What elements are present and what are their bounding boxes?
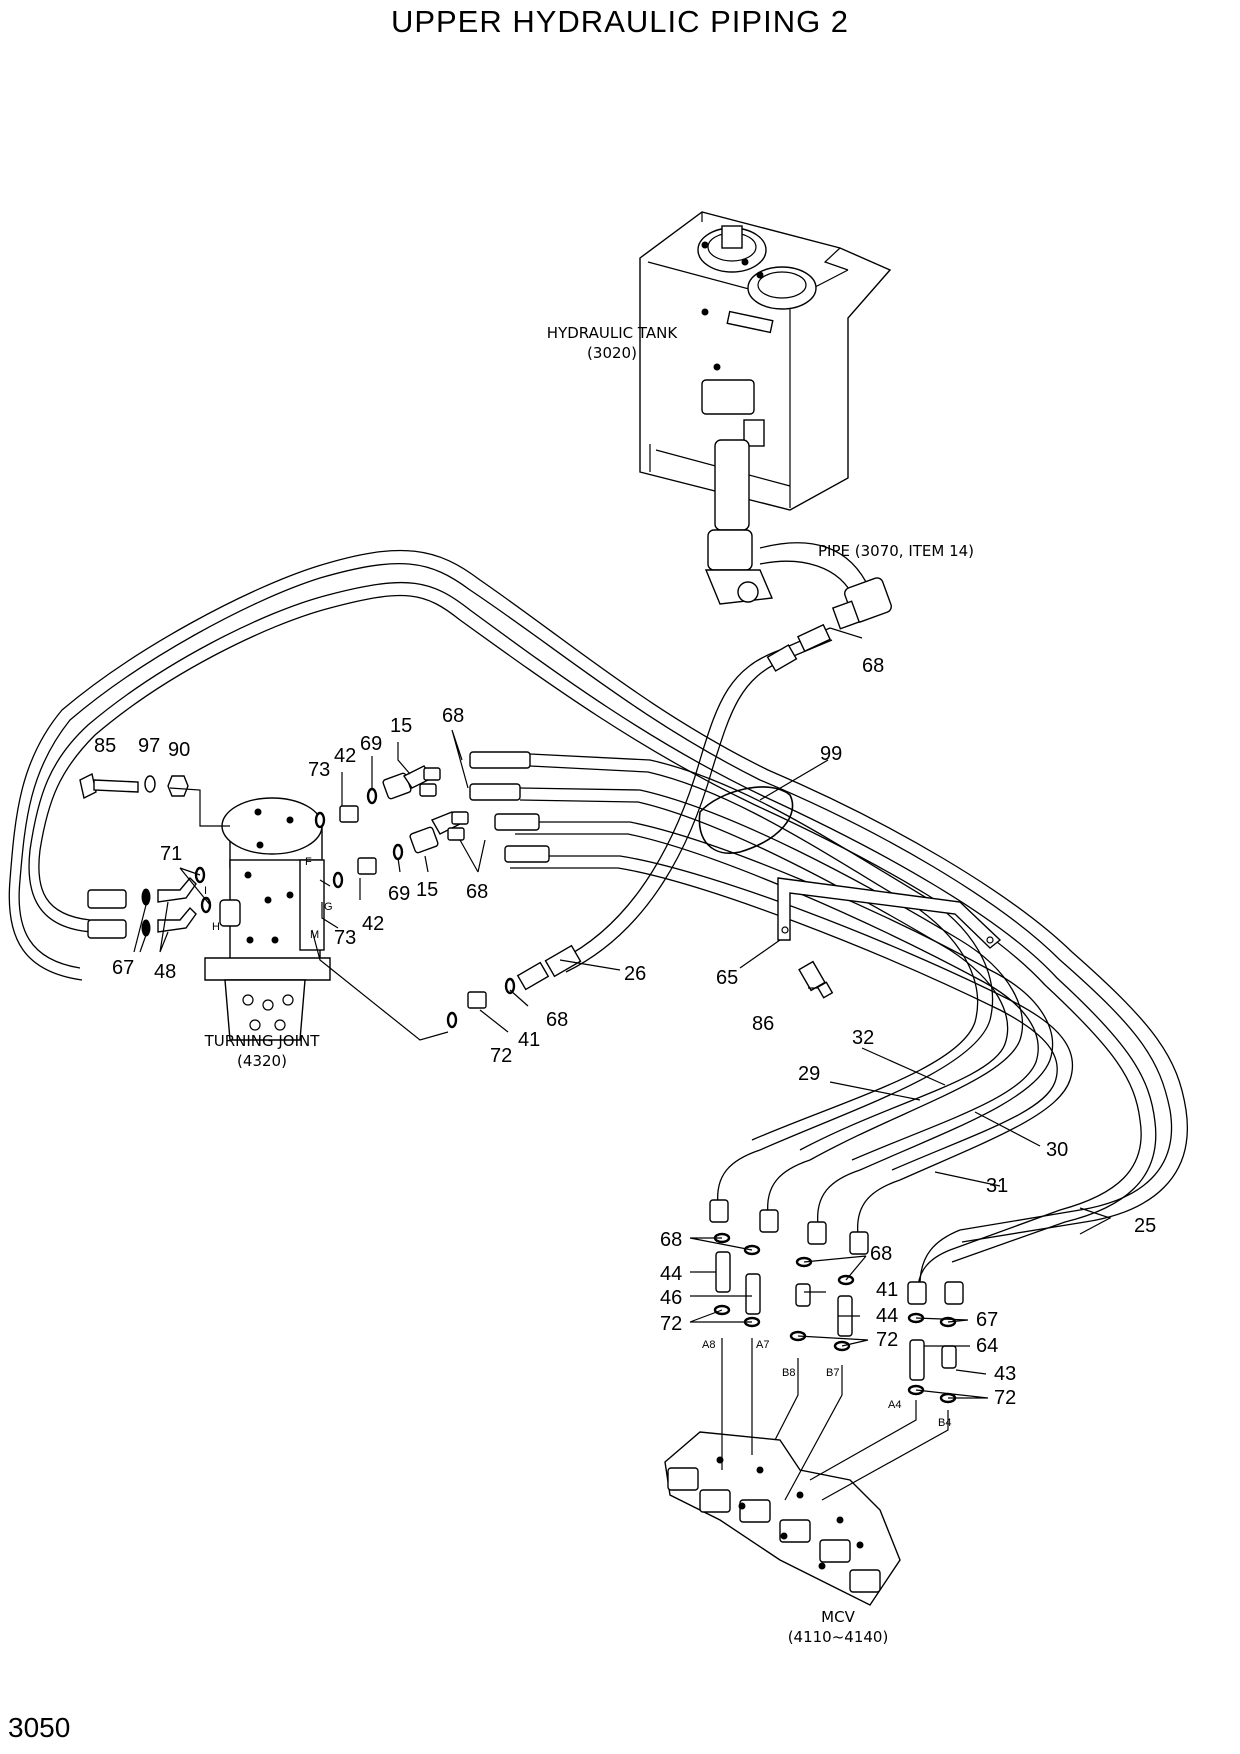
callout-73-top: 73	[308, 759, 330, 781]
callout-68-mcv1: 68	[660, 1229, 682, 1251]
mcv-port-a7: A7	[756, 1339, 769, 1351]
upper-hose-ends	[469, 751, 550, 863]
callout-leaders	[133, 627, 1112, 1399]
callout-30: 30	[1046, 1139, 1068, 1161]
bolt-85	[79, 772, 139, 800]
hydraulic-tank-ref: (3020)	[587, 344, 637, 362]
callout-85: 85	[94, 735, 116, 757]
callout-68-pipe: 68	[862, 655, 884, 677]
callout-46: 46	[660, 1287, 682, 1309]
callout-68-mid: 68	[546, 1009, 568, 1031]
callout-72-mcv3: 72	[994, 1387, 1016, 1409]
turning-joint-label: TURNING JOINT	[204, 1032, 321, 1050]
mcv-ref: (4110~4140)	[788, 1628, 889, 1646]
port-label-g: G	[324, 901, 333, 913]
callout-72-mcv1: 72	[660, 1313, 682, 1335]
callout-69-bot: 69	[388, 883, 410, 905]
turning-joint	[204, 797, 331, 1041]
tank-outlet-pipe	[759, 542, 892, 630]
mcv-port-lines	[721, 1338, 949, 1501]
hydraulic-tank	[639, 211, 892, 605]
callout-64: 64	[976, 1335, 998, 1357]
mcv-port-a8: A8	[702, 1339, 715, 1351]
callout-72-mcv2: 72	[876, 1329, 898, 1351]
mcv-port-a4: A4	[888, 1399, 901, 1411]
callout-99: 99	[820, 743, 842, 765]
callout-71: 71	[160, 843, 182, 865]
pipe-label: PIPE (3070, ITEM 14)	[818, 542, 974, 560]
mcv-valve	[664, 1431, 901, 1606]
callout-48: 48	[154, 961, 176, 983]
callout-68-mcv2: 68	[870, 1243, 892, 1265]
callout-32: 32	[852, 1027, 874, 1049]
callout-29: 29	[798, 1063, 820, 1085]
page-title: UPPER HYDRAULIC PIPING 2	[390, 4, 850, 39]
callout-73-bot: 73	[334, 927, 356, 949]
callout-97: 97	[138, 735, 160, 757]
callout-41-mcv: 41	[876, 1279, 898, 1301]
port-label-m: M	[310, 929, 319, 941]
mcv-label: MCV	[821, 1608, 855, 1626]
callout-42-bot: 42	[362, 913, 384, 935]
bracket-65	[777, 877, 1002, 999]
callout-86: 86	[752, 1013, 774, 1035]
hose-clamp-99	[698, 786, 794, 854]
mcv-port-b8: B8	[782, 1367, 795, 1379]
callout-72-mid: 72	[490, 1045, 512, 1067]
mcv-hose-ends	[709, 1149, 964, 1305]
callout-41-mid: 41	[518, 1029, 540, 1051]
hydraulic-tank-label: HYDRAULIC TANK	[547, 324, 679, 342]
callout-67-mcv: 67	[976, 1309, 998, 1331]
callout-15-bot: 15	[416, 879, 438, 901]
port-label-i: I	[204, 885, 207, 897]
callout-42-top: 42	[334, 745, 356, 767]
hoses-to-mcv	[510, 753, 1074, 1181]
callout-68-bot: 68	[466, 881, 488, 903]
callout-44-a: 44	[660, 1263, 682, 1285]
washer-97	[144, 775, 156, 793]
port-label-f: F	[305, 856, 312, 868]
callout-68-top: 68	[442, 705, 464, 727]
nut-90	[167, 775, 189, 797]
mcv-port-b7: B7	[826, 1367, 839, 1379]
callout-65: 65	[716, 967, 738, 989]
callout-90: 90	[168, 739, 190, 761]
callout-69-top: 69	[360, 733, 382, 755]
callout-26: 26	[624, 963, 646, 985]
port-label-h: H	[212, 921, 220, 933]
mcv-port-b4: B4	[938, 1417, 951, 1429]
turning-joint-fittings	[87, 765, 516, 1029]
callout-15-top: 15	[390, 715, 412, 737]
callout-44-b: 44	[876, 1305, 898, 1327]
callout-25: 25	[1134, 1215, 1156, 1237]
callout-67-tj: 67	[112, 957, 134, 979]
turning-joint-ref: (4320)	[237, 1052, 287, 1070]
callout-31: 31	[986, 1175, 1008, 1197]
page-number: 3050	[8, 1712, 71, 1743]
hose-loop-outer	[8, 549, 1188, 1263]
callout-43: 43	[994, 1363, 1016, 1385]
mcv-fittings	[713, 1232, 957, 1404]
